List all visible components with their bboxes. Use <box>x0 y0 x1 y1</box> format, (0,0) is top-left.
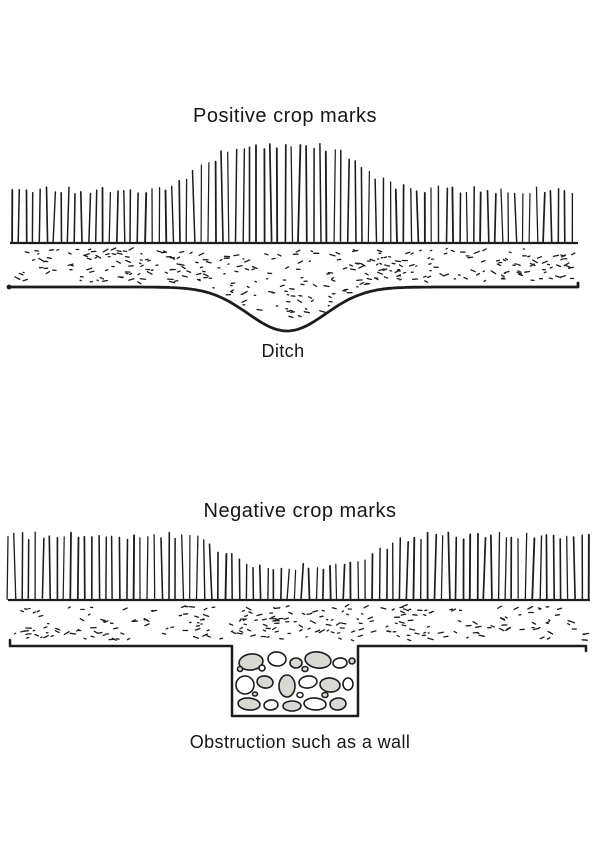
positive-topsoil-stipple <box>14 247 576 319</box>
obstruction-label: Obstruction such as a wall <box>190 732 411 752</box>
positive-crop-marks-title: Positive crop marks <box>193 105 377 127</box>
negative-crop-lines <box>6 531 590 601</box>
ditch-profile-line <box>8 281 580 333</box>
ditch-label: Ditch <box>261 341 304 361</box>
negative-crop-marks-title: Negative crop marks <box>204 500 397 522</box>
positive-crop-lines <box>11 143 574 244</box>
wall-stones <box>235 651 356 712</box>
negative-topsoil-stipple <box>13 603 590 642</box>
wall-pit-profile-line <box>8 638 588 718</box>
